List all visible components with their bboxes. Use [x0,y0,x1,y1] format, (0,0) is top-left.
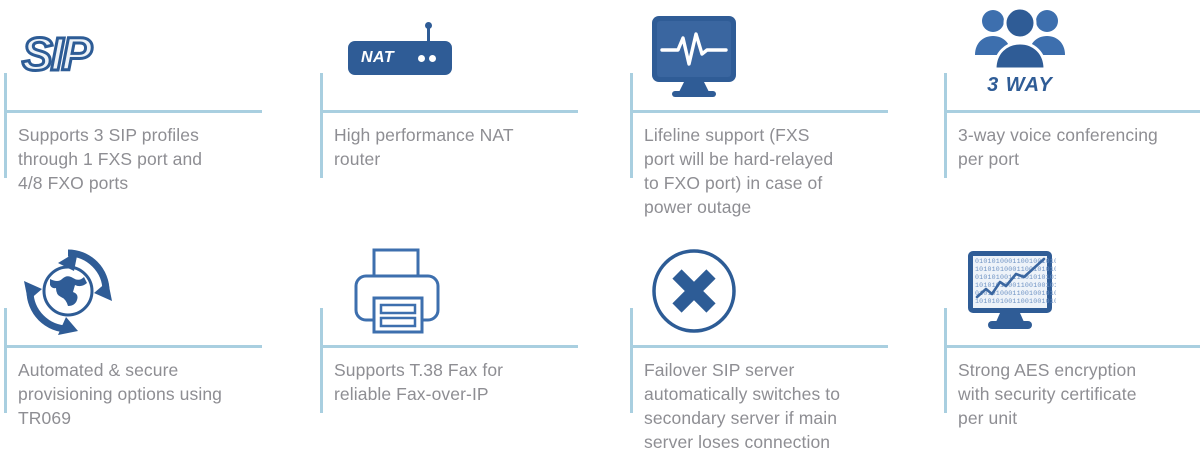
vertical-rule [320,308,323,413]
feature-row-top: SIP Supports 3 SIP profiles through 1 FX… [0,0,1200,234]
feature-caption: 3-way voice conferencing per port [958,125,1158,169]
feature-caption: Failover SIP server automatically switch… [644,360,841,452]
nat-antenna [425,22,432,43]
three-people-icon: 3 WAY [958,0,1188,108]
feature-caption: Strong AES encryption with security cert… [958,360,1137,428]
vertical-rule [4,308,7,413]
vertical-rule [4,73,7,178]
nat-label: NAT [361,49,395,66]
feature-card-lifeline-support: Lifeline support (FXS port will be hard-… [626,0,940,234]
feature-row-bottom: Automated & secure provisioning options … [0,235,1200,469]
vertical-rule [320,73,323,178]
three-people-graphic: 3 WAY [968,7,1072,97]
globe-refresh-icon [18,235,248,343]
feature-card-failover-sip-server: Failover SIP server automatically switch… [626,235,940,469]
horizontal-rule [320,345,578,348]
svg-text:1010101001100100101011: 1010101001100100101011 [975,298,1056,305]
sip-logo-icon: SIP [18,0,248,108]
vertical-rule [630,73,633,178]
feature-card-sip-profiles: SIP Supports 3 SIP profiles through 1 FX… [0,0,316,234]
feature-caption: Supports 3 SIP profiles through 1 FXS po… [18,125,203,193]
feature-caption: Automated & secure provisioning options … [18,360,222,428]
vertical-rule [944,73,947,178]
circle-x-icon [644,235,874,343]
nat-router-body: NAT [348,22,452,75]
feature-caption: Supports T.38 Fax for reliable Fax-over-… [334,360,504,404]
vertical-rule [630,308,633,413]
horizontal-rule [630,345,888,348]
printer-fax-icon [334,235,564,343]
vertical-rule [944,308,947,413]
feature-caption: High performance NAT router [334,125,514,169]
three-way-label: 3 WAY [987,74,1053,96]
horizontal-rule [320,110,578,113]
svg-text:0101010001100100101010: 0101010001100100101010 [975,290,1056,297]
svg-text:1010101000110010010101: 1010101000110010010101 [975,282,1056,289]
horizontal-rule [944,345,1200,348]
feature-card-auto-provisioning: Automated & secure provisioning options … [0,235,316,469]
feature-card-three-way-conferencing: 3 WAY 3-way voice conferencing per port [940,0,1200,234]
feature-card-aes-encryption: 0101010001100100101010 10101010001100101… [940,235,1200,469]
feature-card-nat-router: NAT High performance NAT router [316,0,626,234]
horizontal-rule [4,110,262,113]
horizontal-rule [630,110,888,113]
nat-router-icon: NAT [334,0,564,108]
feature-card-t38-fax: Supports T.38 Fax for reliable Fax-over-… [316,235,626,469]
nat-led-dots [418,55,436,62]
horizontal-rule [944,110,1200,113]
feature-caption: Lifeline support (FXS port will be hard-… [644,125,834,217]
sip-logo-text: SIP [20,28,93,80]
monitor-pulse-icon [644,0,874,108]
horizontal-rule [4,345,262,348]
svg-text:0101010001100100101010: 0101010001100100101010 [975,258,1056,265]
monitor-binary-chart-icon: 0101010001100100101010 10101010001100101… [958,235,1188,343]
